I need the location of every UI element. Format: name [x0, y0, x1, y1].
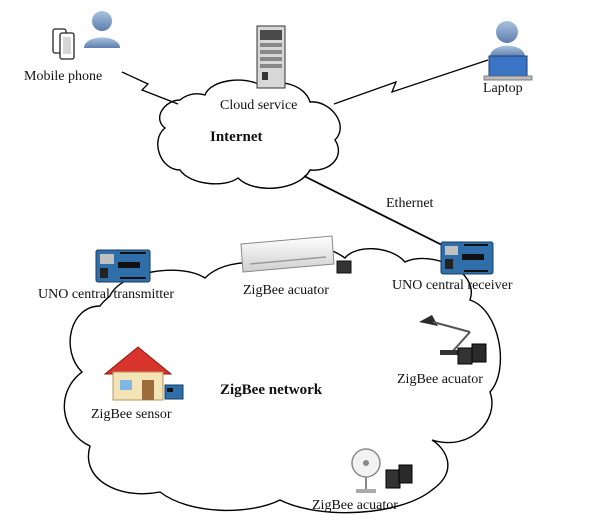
- label-zigbee-actuator-right: ZigBee acuator: [397, 372, 483, 387]
- arduino-transmitter-icon: [95, 249, 151, 283]
- label-cloud-service: Cloud service: [220, 98, 297, 113]
- label-zigbee-actuator-top: ZigBee acuator: [243, 283, 329, 298]
- wireless-link-laptop: [333, 59, 489, 105]
- zigbee-network-cloud: [63, 244, 502, 514]
- label-uno-receiver: UNO central receiver: [392, 278, 513, 293]
- label-internet: Internet: [210, 129, 263, 145]
- label-uno-transmitter: UNO central transmitter: [38, 287, 174, 302]
- mobile-phone-icon: [52, 28, 75, 60]
- label-laptop: Laptop: [483, 81, 523, 96]
- arduino-receiver-icon: [440, 241, 494, 275]
- wireless-link-mobile: [121, 71, 179, 105]
- lamp-icon: [419, 315, 487, 365]
- server-icon: [256, 25, 286, 89]
- internet-cloud: [157, 79, 341, 189]
- user-icon-laptop: [490, 21, 525, 57]
- laptop-icon: [483, 55, 533, 81]
- ethernet-link: [303, 175, 453, 251]
- label-ethernet: Ethernet: [386, 196, 434, 211]
- sensor-board-icon: [164, 384, 184, 400]
- label-zigbee-network: ZigBee network: [220, 382, 323, 398]
- fan-icon: [351, 448, 413, 493]
- air-conditioner-icon: [240, 235, 352, 274]
- label-zigbee-actuator-bottom: ZigBee acuator: [312, 498, 398, 513]
- label-mobile-phone: Mobile phone: [24, 69, 102, 84]
- label-zigbee-sensor: ZigBee sensor: [91, 407, 172, 422]
- house-icon: [103, 346, 173, 401]
- user-icon-mobile: [84, 11, 120, 48]
